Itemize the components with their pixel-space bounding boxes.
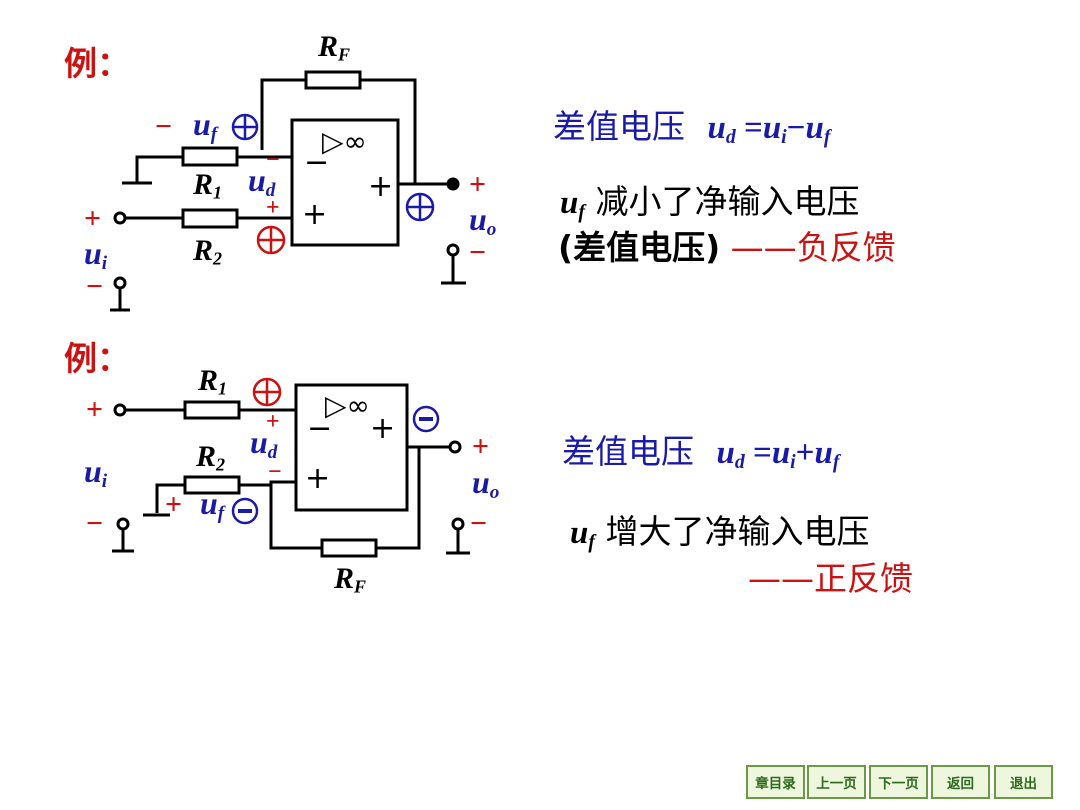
uo-label-ex2: uo bbox=[472, 464, 500, 503]
plus-sign: + bbox=[472, 430, 490, 463]
polarity-minus-circle-icon bbox=[412, 405, 440, 433]
opamp2-inv-sign: − bbox=[307, 411, 333, 446]
plus-sign: + bbox=[266, 409, 280, 435]
example2-heading: 例： bbox=[64, 339, 130, 378]
example1-heading: 例： bbox=[64, 44, 130, 83]
opamp2-out-sign: + bbox=[370, 411, 396, 446]
terminal-ui-ex2 bbox=[113, 403, 127, 417]
polarity-plus-circle-icon bbox=[256, 225, 286, 255]
minus-sign: − bbox=[86, 270, 104, 303]
diff-voltage-eq-ex1: 差值电压 ud =ui−uf bbox=[553, 107, 831, 148]
opamp1-inv-sign: − bbox=[304, 145, 330, 180]
next-page-button[interactable]: 下一页 bbox=[869, 765, 928, 799]
rf1-resistor bbox=[304, 70, 362, 90]
exit-button[interactable]: 退出 bbox=[994, 765, 1053, 799]
opamp2-noninv-sign: + bbox=[305, 461, 331, 496]
polarity-minus-circle-icon bbox=[231, 497, 259, 525]
plus-sign: + bbox=[266, 195, 280, 221]
r1-resistor-ex2 bbox=[183, 400, 241, 420]
r1-label-ex2: R1 bbox=[198, 364, 228, 399]
chapter-toc-button[interactable]: 章目录 bbox=[746, 765, 805, 799]
plus-sign: + bbox=[165, 488, 183, 521]
plus-sign: + bbox=[84, 202, 102, 235]
opamp2-symbol: ▷∞ bbox=[325, 389, 370, 422]
terminal-uo-gnd-ex1 bbox=[446, 243, 460, 257]
terminal-uo-ex2 bbox=[448, 440, 462, 454]
r1-label-ex1: R1 bbox=[193, 168, 223, 203]
example2-circuit bbox=[112, 383, 470, 558]
rf-label-ex2: RF bbox=[334, 562, 367, 597]
r2-resistor-ex1 bbox=[181, 208, 239, 229]
polarity-plus-circle-icon bbox=[405, 192, 435, 222]
ui-label-ex1: ui bbox=[84, 235, 108, 274]
positive-feedback-line: ——正反馈 bbox=[748, 559, 913, 598]
opamp1-out-sign: + bbox=[368, 169, 394, 204]
minus-sign: − bbox=[266, 147, 280, 173]
plus-sign: + bbox=[86, 393, 104, 426]
diff-voltage-eq-ex2: 差值电压 ud =ui+uf bbox=[562, 432, 840, 473]
ud-label-ex1: ud bbox=[248, 162, 276, 201]
opamp1-noninv-sign: + bbox=[302, 197, 328, 232]
terminal-ui-ex1 bbox=[113, 211, 127, 225]
opamp1-symbol: ▷∞ bbox=[322, 125, 367, 158]
uf-label-ex2: uf bbox=[200, 485, 225, 524]
ui-label-ex2: ui bbox=[84, 453, 108, 492]
back-button[interactable]: 返回 bbox=[931, 765, 990, 799]
rf-label-ex1: RF bbox=[318, 30, 351, 65]
uf-label-ex1: uf bbox=[193, 106, 218, 145]
plus-sign: + bbox=[469, 168, 487, 201]
rf2-resistor bbox=[320, 538, 378, 558]
terminal-uo-gnd-ex2 bbox=[451, 517, 465, 531]
terminal-gnd-ex1 bbox=[113, 276, 127, 290]
terminal-uo-ex1 bbox=[446, 177, 460, 191]
ud-label-ex2: ud bbox=[250, 424, 278, 463]
negative-feedback-line: (差值电压) ——负反馈 bbox=[558, 228, 896, 267]
r2-label-ex2: R2 bbox=[196, 440, 226, 475]
polarity-plus-circle-icon bbox=[252, 377, 282, 407]
example1-circuit bbox=[110, 70, 466, 312]
r2-label-ex1: R2 bbox=[193, 234, 223, 269]
minus-sign: − bbox=[268, 459, 282, 485]
prev-page-button[interactable]: 上一页 bbox=[807, 765, 866, 799]
r1-resistor-ex1 bbox=[181, 146, 239, 167]
uo-label-ex1: uo bbox=[469, 201, 497, 240]
uf-increases-text: uf 增大了净输入电压 bbox=[570, 512, 870, 553]
minus-sign: − bbox=[155, 110, 173, 143]
minus-sign: − bbox=[470, 507, 488, 540]
polarity-plus-circle-icon bbox=[231, 113, 259, 141]
minus-sign: − bbox=[86, 507, 104, 540]
terminal-gnd-ex2 bbox=[116, 517, 130, 531]
uf-reduces-text: uf 减小了净输入电压 bbox=[560, 182, 860, 223]
minus-sign: − bbox=[469, 236, 487, 269]
